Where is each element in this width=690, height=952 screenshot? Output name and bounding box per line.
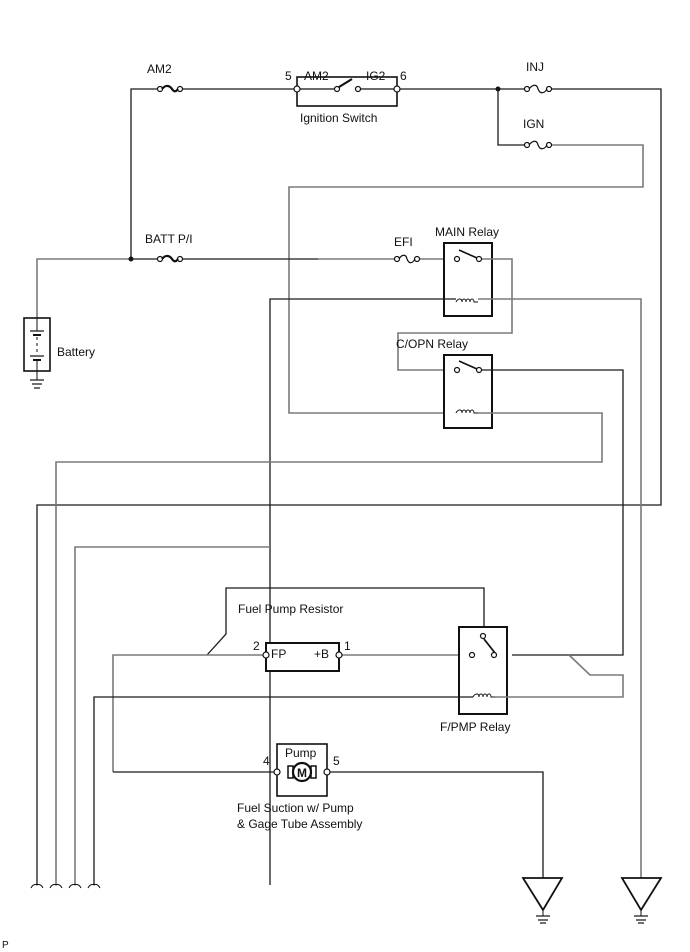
relay-coil-icon	[455, 298, 478, 303]
switch-lever-icon	[338, 78, 353, 88]
ignition-pin-6: 6	[400, 69, 407, 83]
battery-icon	[23, 317, 51, 389]
fuse-efi-icon	[393, 254, 421, 264]
wire-fpmp-relay	[93, 654, 624, 885]
ignition-switch-label: Ignition Switch	[300, 111, 377, 125]
copn-relay	[443, 354, 493, 429]
battery-label: Battery	[57, 345, 95, 359]
main-relay-label: MAIN Relay	[435, 225, 499, 239]
relay-coil-icon	[472, 693, 495, 698]
fpmp-relay	[458, 626, 508, 715]
wire-pump	[113, 771, 544, 878]
pump-pin-5: 5	[333, 754, 340, 768]
fpmp-relay-label: F/PMP Relay	[440, 720, 510, 734]
fuse-am2-icon	[156, 84, 184, 93]
wire-ig2-out	[36, 86, 662, 885]
fuel-pump-resistor	[262, 642, 343, 672]
wire-copn-relay	[55, 369, 624, 885]
copn-relay-label: C/OPN Relay	[396, 337, 468, 351]
ground-icon	[521, 877, 564, 924]
pump-pin-4: 4	[263, 754, 270, 768]
resistor-pin-1: 1	[344, 639, 351, 653]
wire-main-relay	[269, 258, 642, 885]
fuse-inj-icon	[523, 84, 553, 94]
fuel-pump-resistor-label: Fuel Pump Resistor	[238, 602, 343, 616]
corner-mark: P	[2, 940, 9, 951]
fuse-efi-label: EFI	[394, 235, 413, 249]
wire-am2-branch	[130, 88, 297, 260]
pump-assembly-line1: Fuel Suction w/ Pump	[237, 801, 354, 815]
ignition-switch	[293, 76, 401, 107]
fuse-ign-label: IGN	[523, 117, 544, 131]
main-relay	[443, 242, 493, 317]
resistor-contact-b: +B	[314, 647, 329, 661]
motor-icon	[291, 761, 313, 783]
motor-symbol: M	[297, 766, 307, 780]
ignition-contact-am2: AM2	[304, 69, 329, 83]
fuse-inj-label: INJ	[526, 60, 544, 74]
fuse-am2-label: AM2	[147, 62, 172, 76]
ground-icon	[620, 877, 663, 924]
wire-battery	[36, 256, 457, 318]
wire-bus	[74, 546, 270, 885]
resistor-contact-fp: FP	[271, 647, 286, 661]
fuse-ign-icon	[523, 140, 553, 150]
relay-coil-icon	[455, 409, 478, 414]
resistor-pin-2: 2	[253, 639, 260, 653]
fuse-batt-pi-label: BATT P/I	[145, 232, 193, 246]
wire-break-marks	[30, 883, 101, 889]
ignition-contact-ig2: IG2	[366, 69, 386, 83]
fuse-batt-pi-icon	[156, 254, 184, 263]
fuel-pump	[273, 743, 331, 797]
wire-fp-resistor	[112, 587, 485, 772]
pump-label: Pump	[285, 746, 317, 760]
pump-assembly-line2: & Gage Tube Assembly	[237, 817, 362, 831]
ignition-pin-5: 5	[285, 69, 292, 83]
